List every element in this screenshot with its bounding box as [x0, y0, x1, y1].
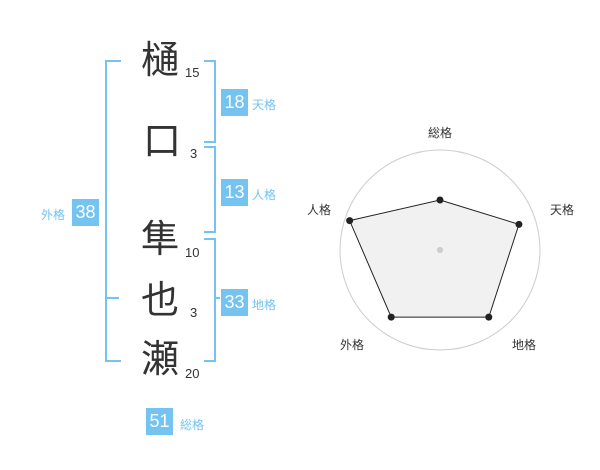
gaikaku-label: 外格: [41, 208, 66, 222]
stroke-count-3: 10: [185, 245, 200, 260]
radar-axis-label-soukaku: 総格: [428, 126, 453, 140]
radar-axis-label-gaikaku: 外格: [340, 338, 365, 352]
name-char-5: 瀬: [141, 337, 180, 381]
gaikaku-bracket: [105, 60, 121, 362]
chikaku-bracket: [204, 238, 216, 362]
radar-point-4: [387, 313, 395, 321]
tenkaku-label: 天格: [252, 98, 277, 112]
tenkaku-value: 18: [221, 89, 248, 116]
radar-axis-label-chikaku: 地格: [512, 338, 537, 352]
name-char-4: 也: [141, 278, 180, 322]
radar-axis-label-tenkaku: 天格: [550, 203, 575, 217]
soukaku-value: 51: [146, 408, 173, 435]
tenkaku-bracket: [204, 60, 216, 143]
stroke-count-1: 15: [185, 65, 200, 80]
radar-point-3: [485, 313, 493, 321]
chikaku-label: 地格: [252, 298, 277, 312]
name-char-1: 樋: [141, 38, 180, 82]
gaikaku-value: 38: [72, 199, 99, 226]
jinkaku-value: 13: [221, 179, 248, 206]
stroke-count-2: 3: [190, 146, 198, 161]
gaikaku-bracket-mid-tick: [105, 297, 119, 299]
radar-center-dot: [437, 247, 443, 253]
jinkaku-bracket: [204, 146, 216, 233]
stroke-count-4: 3: [190, 305, 198, 320]
radar-polygon: [348, 199, 520, 318]
stroke-count-5: 20: [185, 366, 200, 381]
radar-point-2: [515, 220, 523, 228]
radar-points: [346, 196, 523, 321]
chikaku-value: 33: [221, 289, 248, 316]
jinkaku-label: 人格: [252, 188, 277, 202]
name-char-2: 口: [143, 119, 182, 163]
name-char-3: 隼: [141, 217, 180, 261]
radar-axis-label-jinkaku: 人格: [307, 203, 332, 217]
soukaku-label: 総格: [180, 418, 205, 432]
radar-point-5: [346, 217, 354, 225]
chikaku-bracket-connector: [214, 297, 220, 299]
radar-point-1: [436, 196, 444, 204]
